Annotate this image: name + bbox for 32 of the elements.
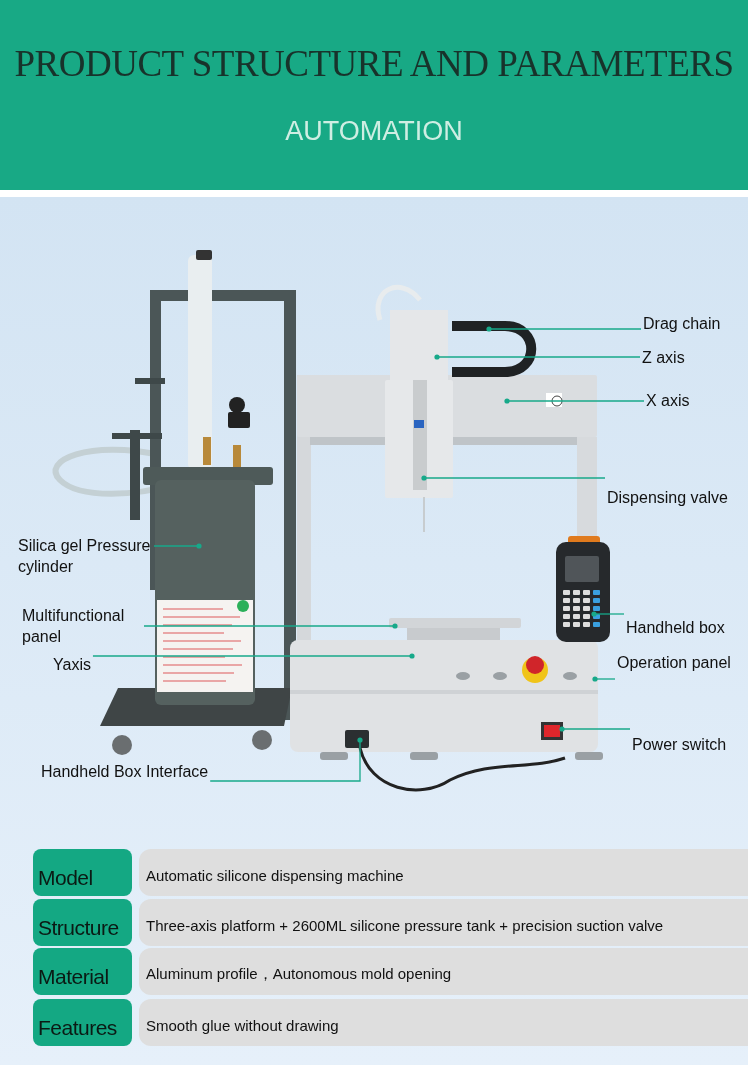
- leader-line: [143, 623, 398, 629]
- parameter-value: Smooth glue without drawing: [139, 999, 748, 1046]
- subtitle: AUTOMATION: [284, 116, 464, 147]
- leader-line: [434, 354, 641, 360]
- leader-line: [421, 475, 606, 481]
- part-label: Z axis: [642, 347, 685, 368]
- part-label: Multifunctional panel: [22, 605, 142, 647]
- leader-line: [486, 326, 642, 332]
- part-label: Silica gel Pressure cylinder: [18, 535, 152, 577]
- leader-line: [209, 737, 363, 782]
- parameter-name: Model: [33, 849, 132, 896]
- part-label: Handheld Box Interface: [41, 761, 209, 782]
- part-label: Operation panel: [617, 652, 731, 673]
- part-label: Handheld box: [626, 617, 725, 638]
- title: PRODUCT STRUCTURE AND PARAMETERS: [13, 42, 735, 85]
- parameter-name: Material: [33, 948, 132, 995]
- leader-line: [92, 653, 415, 659]
- part-label: X axis: [646, 390, 690, 411]
- parameter-value: Three-axis platform + 2600ML silicone pressure tank + precision suction valve: [139, 899, 748, 946]
- leader-line: [559, 726, 631, 732]
- part-label: Drag chain: [643, 313, 721, 334]
- parameter-name: Structure: [33, 899, 132, 946]
- part-label: Power switch: [632, 734, 727, 755]
- leader-line: [591, 611, 625, 617]
- parameter-name: Features: [33, 999, 132, 1046]
- parameter-value: Automatic silicone dispensing machine: [139, 849, 748, 896]
- part-label: Dispensing valve: [607, 487, 728, 508]
- parameter-value: Aluminum profile，Autonomous mold opening: [139, 948, 748, 995]
- leader-line: [153, 543, 202, 549]
- leader-line: [592, 676, 616, 682]
- leader-line: [504, 398, 645, 404]
- part-label: Yaxis: [53, 654, 91, 675]
